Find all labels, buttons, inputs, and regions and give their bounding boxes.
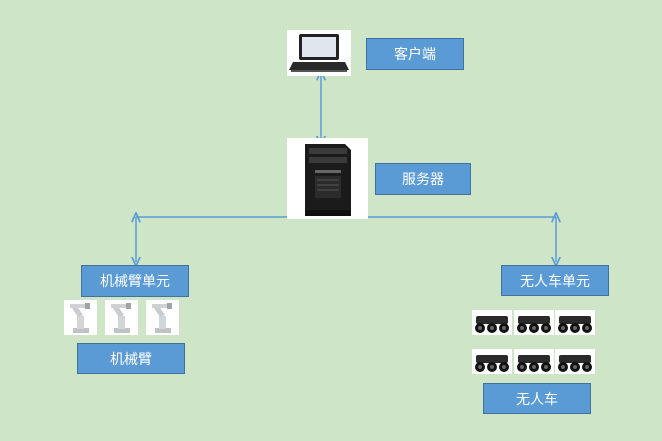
unmanned-vehicle-icon: [514, 310, 554, 335]
server-label: 服务器: [375, 163, 471, 195]
client-label: 客户端: [366, 38, 464, 70]
unmanned-vehicle-icon: [514, 349, 554, 374]
unmanned-vehicle-icon: [555, 310, 595, 335]
vehicle-label: 无人车: [483, 383, 591, 414]
unmanned-vehicle-icon: [472, 310, 512, 335]
robot-arm-icon: [105, 300, 138, 335]
unmanned-vehicle-icon: [472, 349, 512, 374]
robot-arm-icon: [146, 300, 179, 335]
robot-arm-icon: [64, 300, 97, 335]
server-tower-icon: [287, 138, 368, 219]
arm-label: 机械臂: [77, 343, 185, 374]
unmanned-vehicle-icon: [555, 349, 595, 374]
laptop-icon: [287, 30, 351, 76]
arm-unit-label: 机械臂单元: [81, 265, 189, 297]
vehicle-unit-label: 无人车单元: [501, 265, 609, 296]
